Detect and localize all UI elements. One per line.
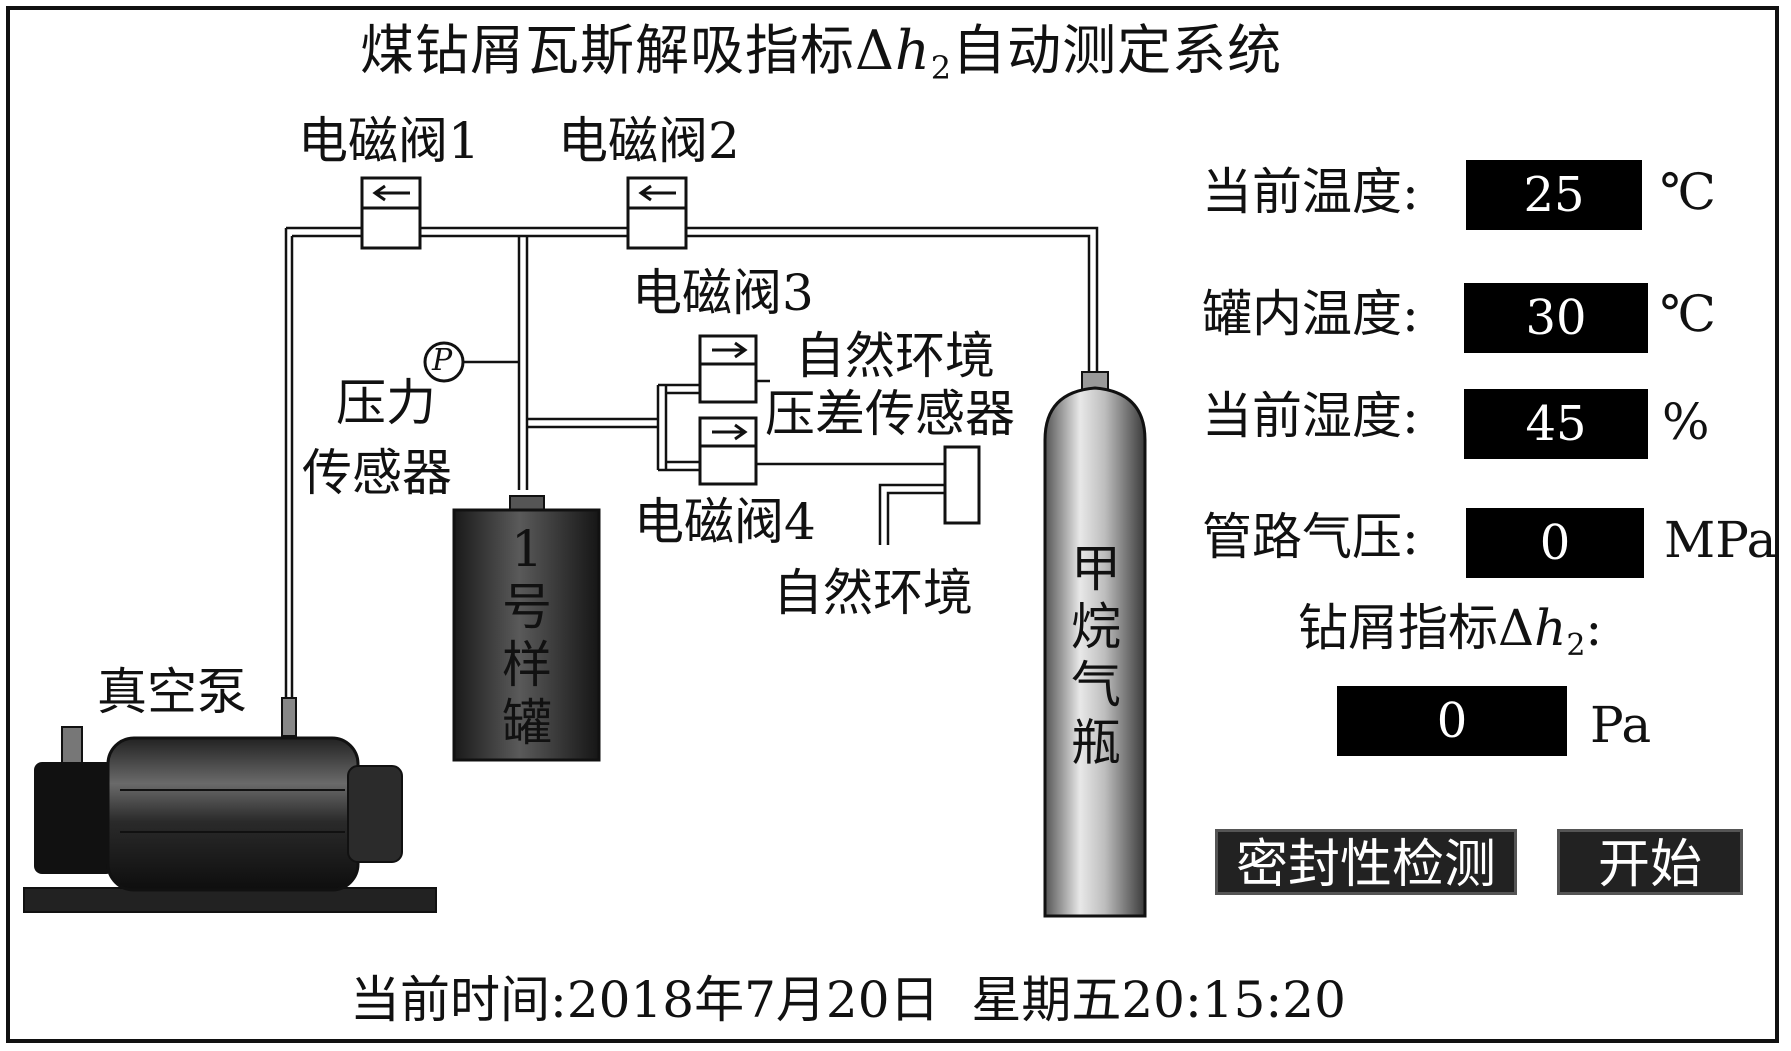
environment-label-top: 自然环境 — [795, 327, 995, 385]
current-time: 当前时间:2018年7月20日 星期五20:15:20 — [350, 971, 1346, 1029]
sample-tank-label: 1号样罐 — [502, 520, 552, 752]
reading-unit-tank-temp: ℃ — [1660, 285, 1716, 343]
pressure-sensor-label-2: 传感器 — [302, 444, 452, 502]
valve-1-label: 电磁阀1 — [298, 112, 480, 170]
valve-3-symbol — [698, 334, 758, 404]
pipe-network — [284, 226, 1099, 704]
pressure-symbol: P — [432, 343, 453, 378]
reading-value-pipe-pressure: 0 — [1466, 508, 1644, 578]
valve-2-label: 电磁阀2 — [558, 112, 740, 170]
diff-pressure-sensor-label: 压差传感器 — [765, 385, 1015, 443]
seal-test-button[interactable]: 密封性检测 — [1215, 829, 1517, 895]
reading-label-ambient-temp: 当前温度: — [1202, 163, 1419, 221]
valve-2-symbol — [626, 176, 688, 250]
index-unit: Pa — [1590, 696, 1652, 754]
reading-value-ambient-temp: 25 — [1466, 160, 1642, 230]
reading-unit-pipe-pressure: MPa — [1664, 511, 1777, 569]
sample-tank — [452, 495, 601, 762]
reading-label-tank-temp: 罐内温度: — [1202, 285, 1419, 343]
methane-cylinder — [1043, 371, 1147, 918]
vacuum-pump — [23, 697, 437, 913]
valve-4-symbol — [698, 416, 758, 486]
valve-3-label: 电磁阀3 — [632, 264, 814, 322]
reading-unit-ambient-temp: ℃ — [1660, 163, 1716, 221]
reading-value-humidity: 45 — [1464, 389, 1648, 459]
index-value: 0 — [1337, 686, 1567, 756]
pressure-gauge-icon — [423, 341, 465, 383]
reading-label-humidity: 当前湿度: — [1202, 387, 1419, 445]
reading-value-tank-temp: 30 — [1464, 283, 1648, 353]
valve-4-label: 电磁阀4 — [634, 493, 816, 551]
vacuum-pump-label: 真空泵 — [97, 663, 247, 721]
diff-pressure-sensor — [943, 445, 981, 525]
reading-unit-humidity: % — [1662, 393, 1710, 451]
methane-cylinder-label: 甲烷气瓶 — [1071, 540, 1121, 772]
index-label: 钻屑指标Δh2: — [1298, 599, 1603, 663]
screen-frame — [6, 6, 1779, 1043]
valve-1-symbol — [360, 176, 422, 250]
pressure-sensor-label-1: 压力 — [336, 374, 436, 432]
page-title: 煤钻屑瓦斯解吸指标Δh2自动测定系统 — [360, 19, 1283, 87]
environment-label-bottom: 自然环境 — [773, 564, 973, 622]
reading-label-pipe-pressure: 管路气压: — [1202, 508, 1419, 566]
start-button[interactable]: 开始 — [1557, 829, 1743, 895]
